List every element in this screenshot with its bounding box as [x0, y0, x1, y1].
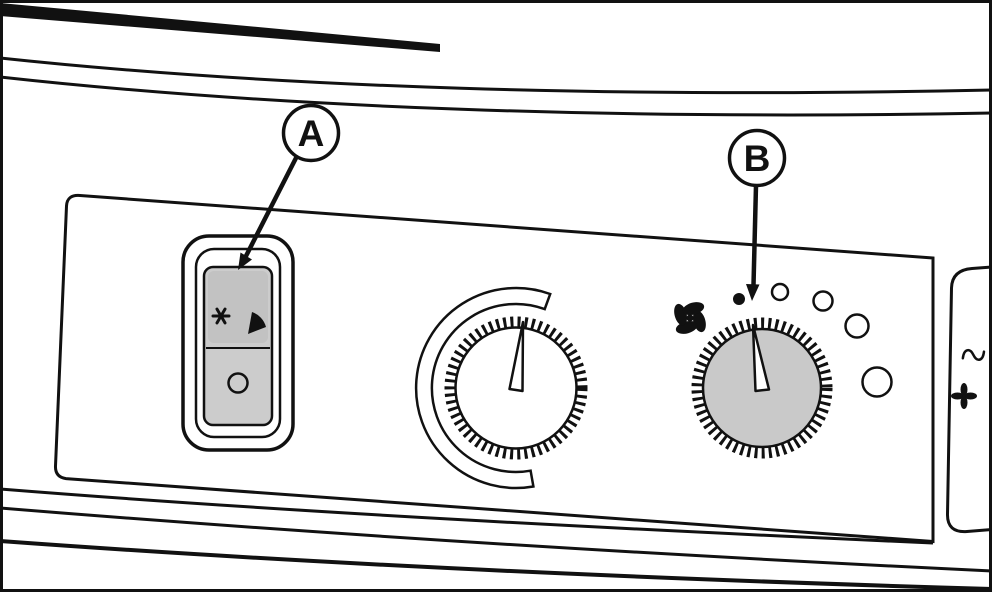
airflow-flower	[951, 383, 977, 409]
washer-spray-icon	[211, 307, 231, 325]
callout-b-label: B	[744, 138, 771, 179]
callout-a-label: A	[298, 113, 325, 154]
fan-speed-knob	[674, 282, 893, 459]
console-top-line-2	[0, 75, 992, 117]
fan-speed-marker-3	[844, 313, 870, 339]
flower-petal	[960, 396, 968, 409]
fan-speed-marker-1	[770, 282, 790, 302]
console-bottom-line-1	[0, 487, 934, 545]
flower-petal	[951, 392, 964, 400]
fan-knob-rim	[691, 317, 833, 459]
flower-petal	[960, 383, 968, 396]
callout-a-arrowhead	[238, 252, 252, 270]
fan-speed-marker-4	[861, 366, 893, 398]
console-bottom-line-2	[0, 506, 992, 573]
callout-b-circle	[727, 128, 787, 188]
fan-icon	[674, 302, 706, 334]
fan-speed-markers	[733, 282, 893, 398]
temperature-knob-rim	[444, 316, 588, 460]
fan-speed-marker-2	[812, 290, 834, 312]
console-top-edge-band	[0, 3, 440, 52]
airflow-icon	[951, 348, 986, 409]
off-position-circle	[227, 372, 249, 394]
fan-knob-pointer	[751, 323, 771, 393]
console-top-line-1	[0, 56, 992, 95]
temperature-knob-pointer	[508, 320, 525, 393]
side-panel	[945, 265, 992, 534]
callout-a-circle	[281, 103, 341, 163]
callout-a-arrow-line	[242, 154, 300, 260]
washer-spoke	[215, 307, 227, 325]
fan-blade	[682, 302, 705, 316]
callout-b-arrow-line	[751, 185, 759, 286]
callout-b: B	[727, 128, 787, 301]
console-bottom-line-3	[0, 539, 992, 591]
airflow-wave-line	[961, 348, 986, 361]
callout-b-arrowhead	[746, 284, 760, 301]
wiper-icon	[248, 312, 266, 334]
temperature-scale-arc	[414, 286, 552, 490]
fan-speed-dot	[733, 293, 745, 305]
switch-rocker-top-pad	[208, 271, 268, 343]
wiper-washer-switch	[181, 234, 295, 452]
temperature-knob	[414, 286, 588, 490]
callout-a: A	[238, 103, 341, 270]
flower-petal	[964, 392, 977, 400]
fan-hub	[686, 314, 694, 322]
